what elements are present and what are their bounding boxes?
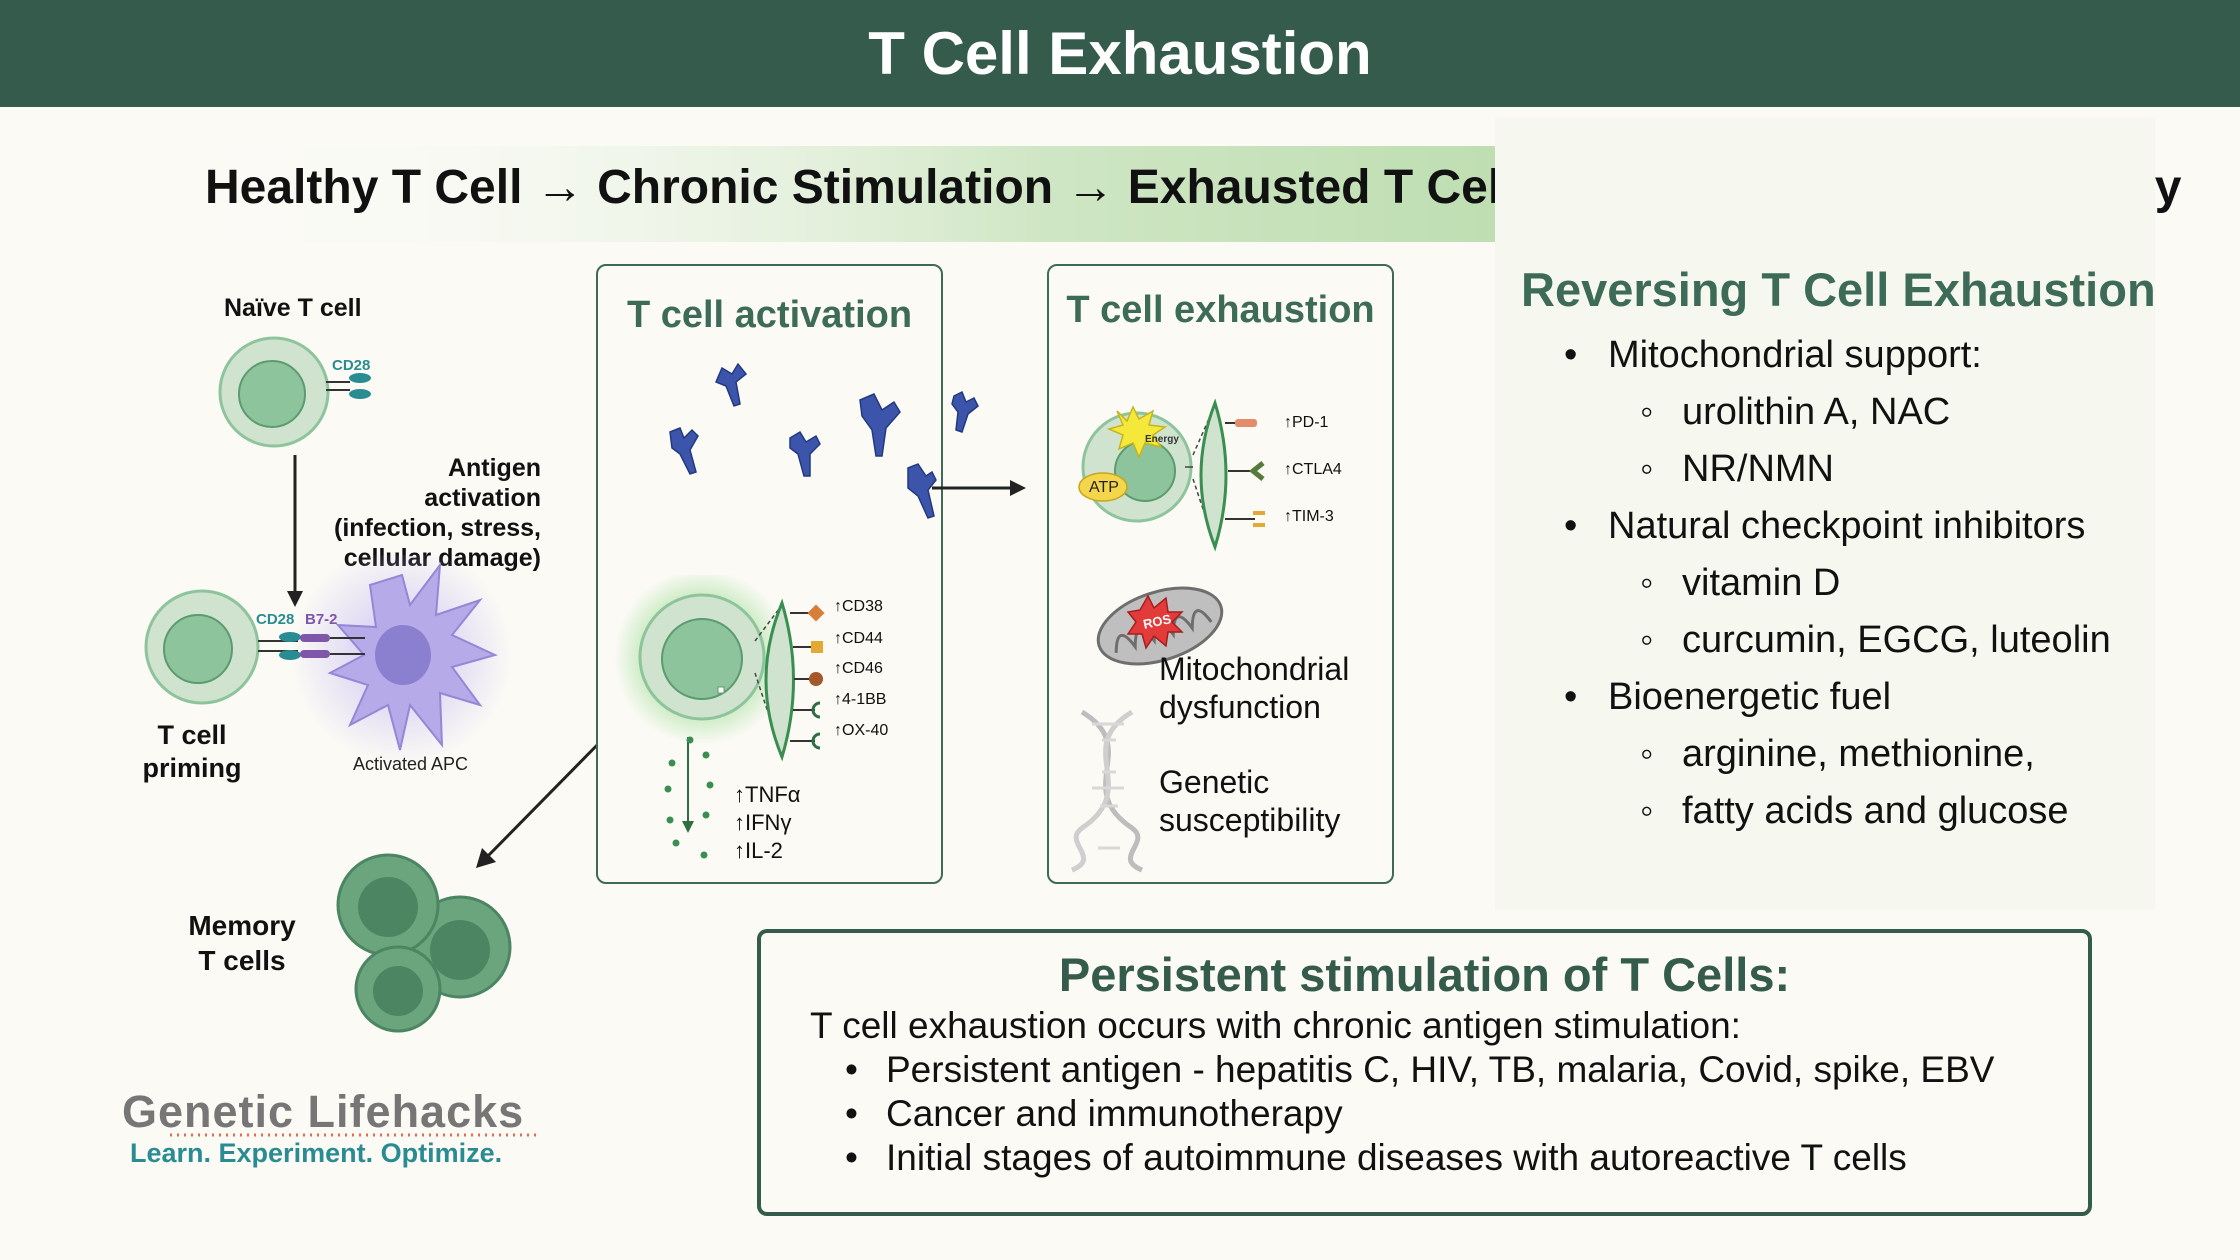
sub-bullet: ◦ [1640,790,1654,832]
persistent-bullet: Persistent antigen - hepatitis C, HIV, T… [886,1049,1995,1090]
reversing-sub-item: fatty acids and glucose [1682,790,2069,832]
memory-label: Memory T cells [180,908,304,978]
reversing-item-label: Natural checkpoint inhibitors [1608,505,2086,547]
logo-tagline: Learn. Experiment. Optimize. [130,1138,503,1168]
antigen-line: Antigen activation [424,454,541,512]
activated-t-cell-icon [614,575,825,859]
reversing-sub-item: arginine, methionine, [1682,733,2035,775]
priming-icon [144,555,512,765]
bullet-dot: • [845,1093,858,1134]
sub-bullet: ◦ [1640,562,1654,604]
apc-label: Activated APC [353,754,469,774]
page-title: T Cell Exhaustion [0,0,2240,107]
reversing-sub-item: curcumin, EGCG, luteolin [1682,619,2111,661]
cytokine-il2: ↑IL-2 [734,838,783,863]
logo-title: Genetic Lifehacks [122,1086,525,1137]
persistent-title: Persistent stimulation of T Cells: [1058,948,1791,1001]
atp-label: ATP [1089,479,1119,496]
genetic-line: Genetic [1159,764,1270,800]
memory-line: T cells [198,945,286,976]
marker-cd46: ↑CD46 [834,660,883,677]
mito-dysfunction-text: Mitochondrial dysfunction [1159,650,1349,726]
exhaustion-arrow [932,480,1026,496]
priming-line: priming [142,753,242,783]
priming-arrow [287,455,303,607]
reversing-item-label: Mitochondrial support: [1608,334,1982,376]
energy-label: Energy [1145,434,1179,445]
cytokine-tnfa: ↑TNFα [734,782,801,807]
dna-icon [1070,709,1144,873]
reversing-item-label: Bioenergetic fuel [1608,676,1892,718]
priming-label: T cell priming [140,719,244,785]
antigen-line: (infection, stress, [334,514,541,542]
reversing-panel [1495,118,2155,910]
marker-cd38: ↑CD38 [834,598,883,615]
cytokine-ifng: ↑IFNγ [734,810,792,835]
sub-bullet: ◦ [1640,391,1654,433]
marker-4-1bb: ↑4-1BB [834,691,887,708]
persistent-intro: T cell exhaustion occurs with chronic an… [810,1005,1741,1046]
mitochondria-icon [1096,586,1224,666]
activation-panel [596,264,943,884]
cd28-label: CD28 [332,357,371,374]
cd28-label: CD28 [256,611,295,628]
reversing-item: • [1564,676,1578,718]
checkpoint-tim3: ↑TIM-3 [1284,508,1334,525]
activation-title: T cell activation [626,294,913,336]
memory-t-cells-icon [336,853,512,1033]
priming-line: T cell [157,720,227,750]
bullet-dot: • [845,1137,858,1178]
naive-t-cell-label: Naïve T cell [224,294,362,322]
bullet-dot: • [845,1049,858,1090]
genetic-susceptibility-text: Genetic susceptibility [1159,763,1340,839]
reversing-sub-item: vitamin D [1682,562,1841,604]
antigen-activation-text: Antigen activation (infection, stress, c… [333,453,541,573]
b7-2-label: B7-2 [305,611,338,628]
reversing-item: • [1564,334,1578,376]
reversing-title: Reversing T Cell Exhaustion [1521,263,2156,316]
logo-dots [170,1133,540,1137]
memory-line: Memory [188,910,296,941]
reversing-sub-item: urolithin A, NAC [1682,391,1951,433]
mito-line: dysfunction [1159,689,1321,725]
reversing-sub-item: NR/NMN [1682,448,1834,490]
cytokines: ↑TNFα ↑IFNγ ↑IL-2 [734,781,800,865]
checkpoint-ctla4: ↑CTLA4 [1284,461,1342,478]
genetic-line: susceptibility [1159,802,1341,838]
naive-t-cell-icon [218,336,371,448]
checkpoint-pd1: ↑PD-1 [1284,414,1329,431]
marker-cd44: ↑CD44 [834,630,883,647]
persistent-bullet: Initial stages of autoimmune diseases wi… [886,1137,1907,1178]
persistent-box: Persistent stimulation of T Cells: T cel… [757,929,2092,1216]
sub-bullet: ◦ [1640,733,1654,775]
sub-bullet: ◦ [1640,619,1654,661]
sub-bullet: ◦ [1640,448,1654,490]
reversing-item: • [1564,505,1578,547]
memory-arrow [476,732,610,868]
exhausted-t-cell-icon [1078,398,1265,552]
antigens-icon [669,362,979,519]
exhaustion-title: T cell exhaustion [1066,289,1375,331]
marker-ox-40: ↑OX-40 [834,722,889,739]
mito-line: Mitochondrial [1159,651,1350,687]
persistent-bullet: Cancer and immunotherapy [886,1093,1343,1134]
